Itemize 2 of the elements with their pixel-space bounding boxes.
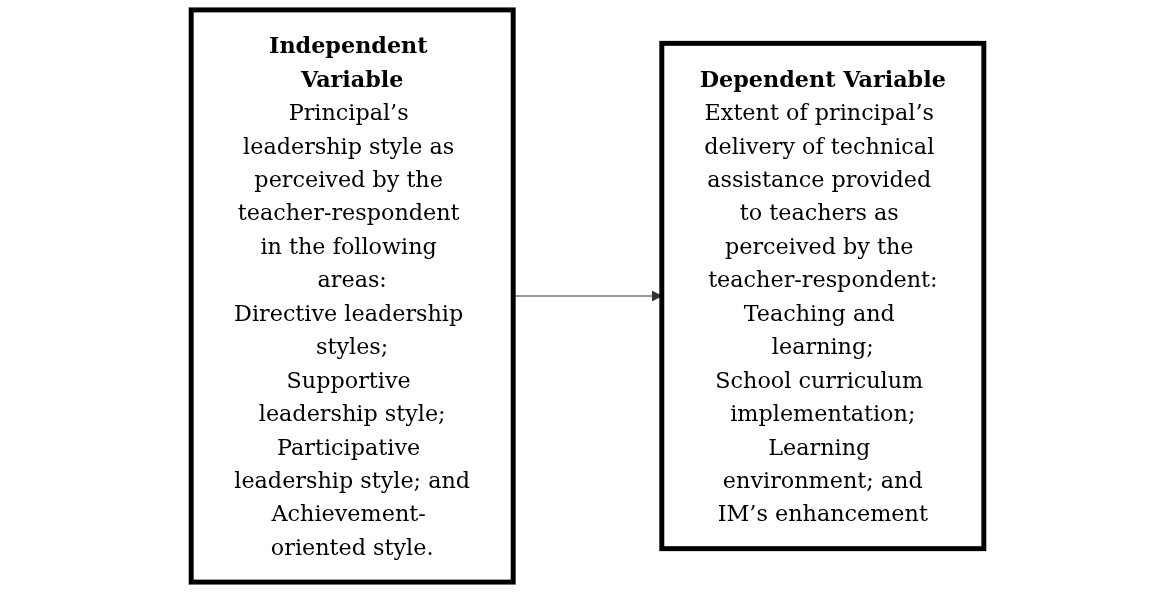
node-box: Dependent Variable Extent of principal’s delivery of technical assistance provided to teachers as perceived by the teacher-respondent: Teaching and learning; School curriculum implementation; Learning environment; and IM’s enhancement: [659, 40, 987, 552]
node-box: Independent Variable Principal’s leadership style as perceived by the teacher-respondent in the following areas: Directive leadership styles; Supportive leadership style; Participative leadership style; and Achievement- oriented style.: [188, 7, 516, 585]
